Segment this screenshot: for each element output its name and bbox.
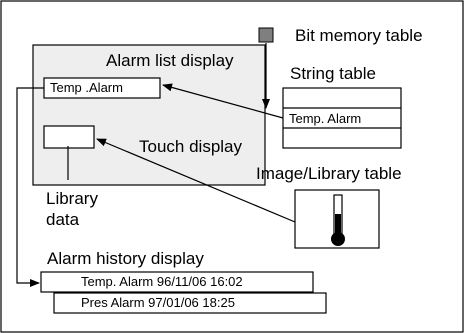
string-to-alarm-arrow xyxy=(162,83,284,119)
alarm-history-row-2-box xyxy=(53,292,327,314)
alarm-history-row: Pres Alarm 97/01/06 18:25 xyxy=(81,295,235,310)
image-library-table-label: Image/Library table xyxy=(256,164,402,183)
screen-panel xyxy=(32,44,266,186)
alarm-history-row-1-box xyxy=(40,271,314,293)
alarm-history-display-label: Alarm history display xyxy=(47,249,204,268)
string-table-box xyxy=(282,87,402,149)
alarm-list-display-label: Alarm list display xyxy=(106,51,234,70)
library-data-label-line2: data xyxy=(46,210,80,229)
string-table-label: String table xyxy=(290,64,376,83)
touch-field xyxy=(43,125,95,149)
alarm-field-text: Temp .Alarm xyxy=(50,80,123,95)
alarm-history-row: Temp. Alarm 96/11/06 16:02 xyxy=(81,274,243,289)
bit-memory-table-label: Bit memory table xyxy=(295,26,423,45)
bit-memory-square-icon xyxy=(258,27,274,43)
library-data-label-line1: Library xyxy=(46,189,98,208)
image-to-touch-arrow xyxy=(96,138,296,223)
thermometer-icon xyxy=(331,194,345,246)
alarm-to-history-connector xyxy=(16,87,44,287)
string-table-row: Temp. Alarm xyxy=(289,111,362,126)
touch-display-label: Touch display xyxy=(139,137,243,156)
